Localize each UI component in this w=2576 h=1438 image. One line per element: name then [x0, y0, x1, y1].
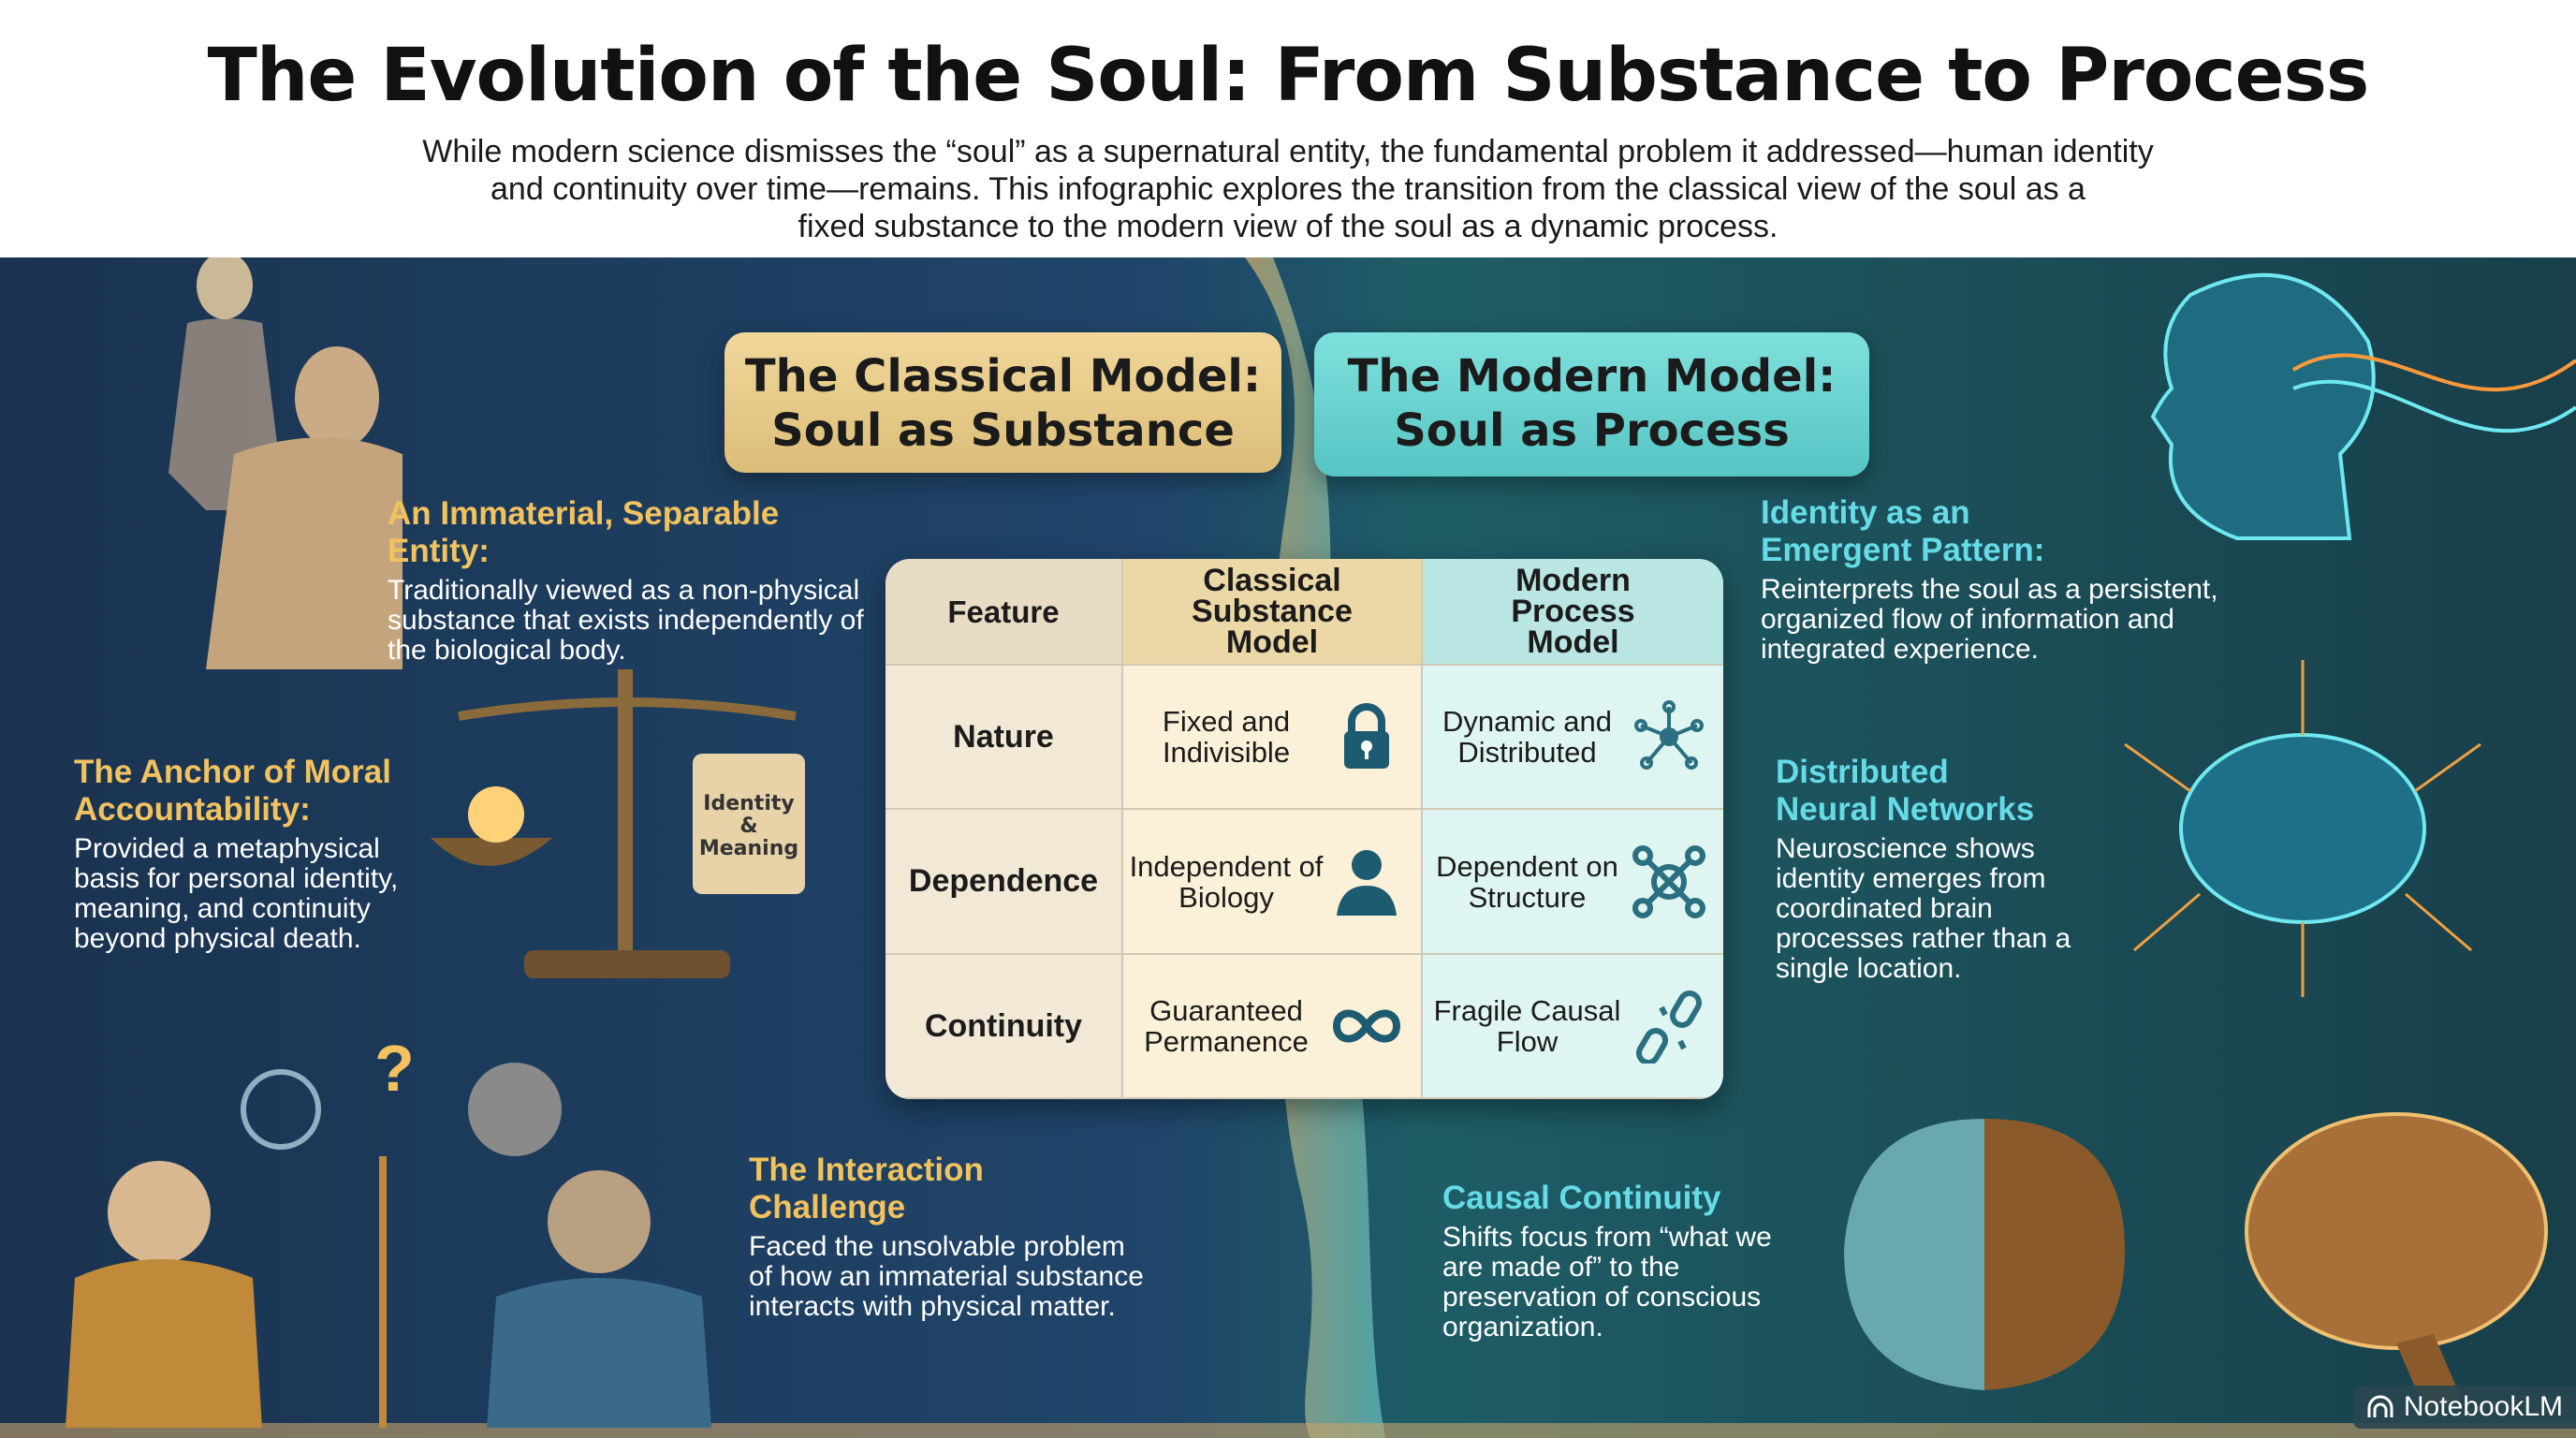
svg-text:?: ?: [374, 1034, 415, 1105]
infographic-body: Identity&Meaning ? The Classical Model: …: [0, 257, 2576, 1438]
block-title: The Anchor of Moral Accountability:: [74, 754, 391, 828]
philosophers-debate-illustration: ?: [66, 1034, 711, 1428]
table-cell: Dynamic and Distributed: [1423, 666, 1723, 810]
block-body: Faced the unsolvable problem of how an i…: [749, 1231, 1144, 1322]
infinity-icon: [1332, 1009, 1401, 1043]
cell-text: Guaranteed Permanence: [1144, 994, 1309, 1058]
cell-text: Fragile Causal Flow: [1433, 994, 1621, 1058]
cell-text: Dependent on Structure: [1436, 849, 1618, 914]
moral-accountability-block: The Anchor of Moral Accountability: Prov…: [74, 754, 430, 954]
glowing-head-illustration: [2150, 272, 2576, 540]
neural-brain-illustration: [2124, 660, 2481, 997]
immaterial-figure-illustration: [168, 257, 402, 669]
header: The Evolution of the Soul: From Substanc…: [0, 0, 2576, 257]
block-title: Identity as an Emergent Pattern:: [1761, 494, 2045, 568]
brain-comparison-illustration: [1844, 1112, 2548, 1409]
table-header-feature: Feature: [886, 559, 1123, 666]
badge-line: The Modern Model:: [1347, 350, 1837, 403]
circuit-icon: [1632, 844, 1705, 918]
table-cell: Independent of Biology: [1123, 810, 1423, 955]
block-title: Distributed Neural Networks: [1776, 754, 2035, 828]
block-title: Causal Continuity: [1442, 1180, 1721, 1216]
notebooklm-watermark: NotebookLM: [2352, 1386, 2576, 1429]
modern-model-badge: The Modern Model: Soul as Process: [1314, 332, 1869, 477]
table-cell: Dependent on Structure: [1423, 810, 1723, 955]
table-cell: Guaranteed Permanence: [1123, 955, 1423, 1099]
badge-line: Soul as Process: [1394, 404, 1790, 457]
block-body: Shifts focus from “what we are made of” …: [1442, 1222, 1772, 1343]
cell-text: Fixed and Indivisible: [1162, 705, 1291, 769]
network-icon: [1634, 700, 1704, 770]
cell-text: Independent of Biology: [1129, 849, 1324, 914]
subtitle-line: and continuity over time—remains. This i…: [490, 171, 2086, 207]
block-title: The Interaction Challenge: [749, 1152, 984, 1225]
page-title: The Evolution of the Soul: From Substanc…: [207, 34, 2370, 118]
row-label-nature: Nature: [886, 666, 1123, 810]
badge-line: Soul as Substance: [771, 404, 1235, 457]
watermark-text: NotebookLM: [2403, 1391, 2563, 1422]
table-header-modern: Modern Process Model: [1423, 559, 1723, 666]
table-header-classical: Classical Substance Model: [1123, 559, 1423, 666]
neural-networks-block: Distributed Neural Networks Neuroscience…: [1776, 754, 2094, 984]
comparison-table: Feature Classical Substance Model Modern…: [886, 559, 1723, 1099]
badge-line: The Classical Model:: [744, 350, 1262, 403]
classical-model-badge: The Classical Model: Soul as Substance: [724, 332, 1281, 473]
broken-link-icon: [1636, 990, 1702, 1064]
immaterial-entity-block: An Immaterial, Separable Entity: Traditi…: [388, 495, 874, 666]
block-body: Neuroscience shows identity emerges from…: [1776, 833, 2071, 984]
causal-continuity-block: Causal Continuity Shifts focus from “wha…: [1442, 1180, 1798, 1343]
table-cell: Fragile Causal Flow: [1423, 955, 1723, 1099]
person-icon: [1337, 849, 1397, 916]
block-title: An Immaterial, Separable Entity:: [388, 495, 780, 569]
block-body: Traditionally viewed as a non-physical s…: [388, 575, 864, 666]
emergent-pattern-block: Identity as an Emergent Pattern: Reinter…: [1761, 494, 2247, 665]
subtitle-line: fixed substance to the modern view of th…: [798, 209, 1778, 244]
scale-of-justice-illustration: Identity&Meaning: [431, 669, 805, 978]
block-body: Reinterprets the soul as a persistent, o…: [1761, 574, 2218, 665]
block-body: Provided a metaphysical basis for person…: [74, 833, 399, 954]
lock-icon: [1344, 703, 1389, 769]
subtitle-line: While modern science dismisses the “soul…: [422, 134, 2154, 169]
notebooklm-logo-icon: [2367, 1395, 2393, 1417]
interaction-challenge-block: The Interaction Challenge Faced the unso…: [749, 1152, 1151, 1322]
row-label-continuity: Continuity: [886, 955, 1123, 1099]
row-label-dependence: Dependence: [886, 810, 1123, 955]
cell-text: Dynamic and Distributed: [1442, 705, 1612, 769]
subtitle: While modern science dismisses the “soul…: [352, 133, 2224, 245]
table-cell: Fixed and Indivisible: [1123, 666, 1423, 810]
scroll-label: Identity&Meaning: [699, 792, 798, 860]
